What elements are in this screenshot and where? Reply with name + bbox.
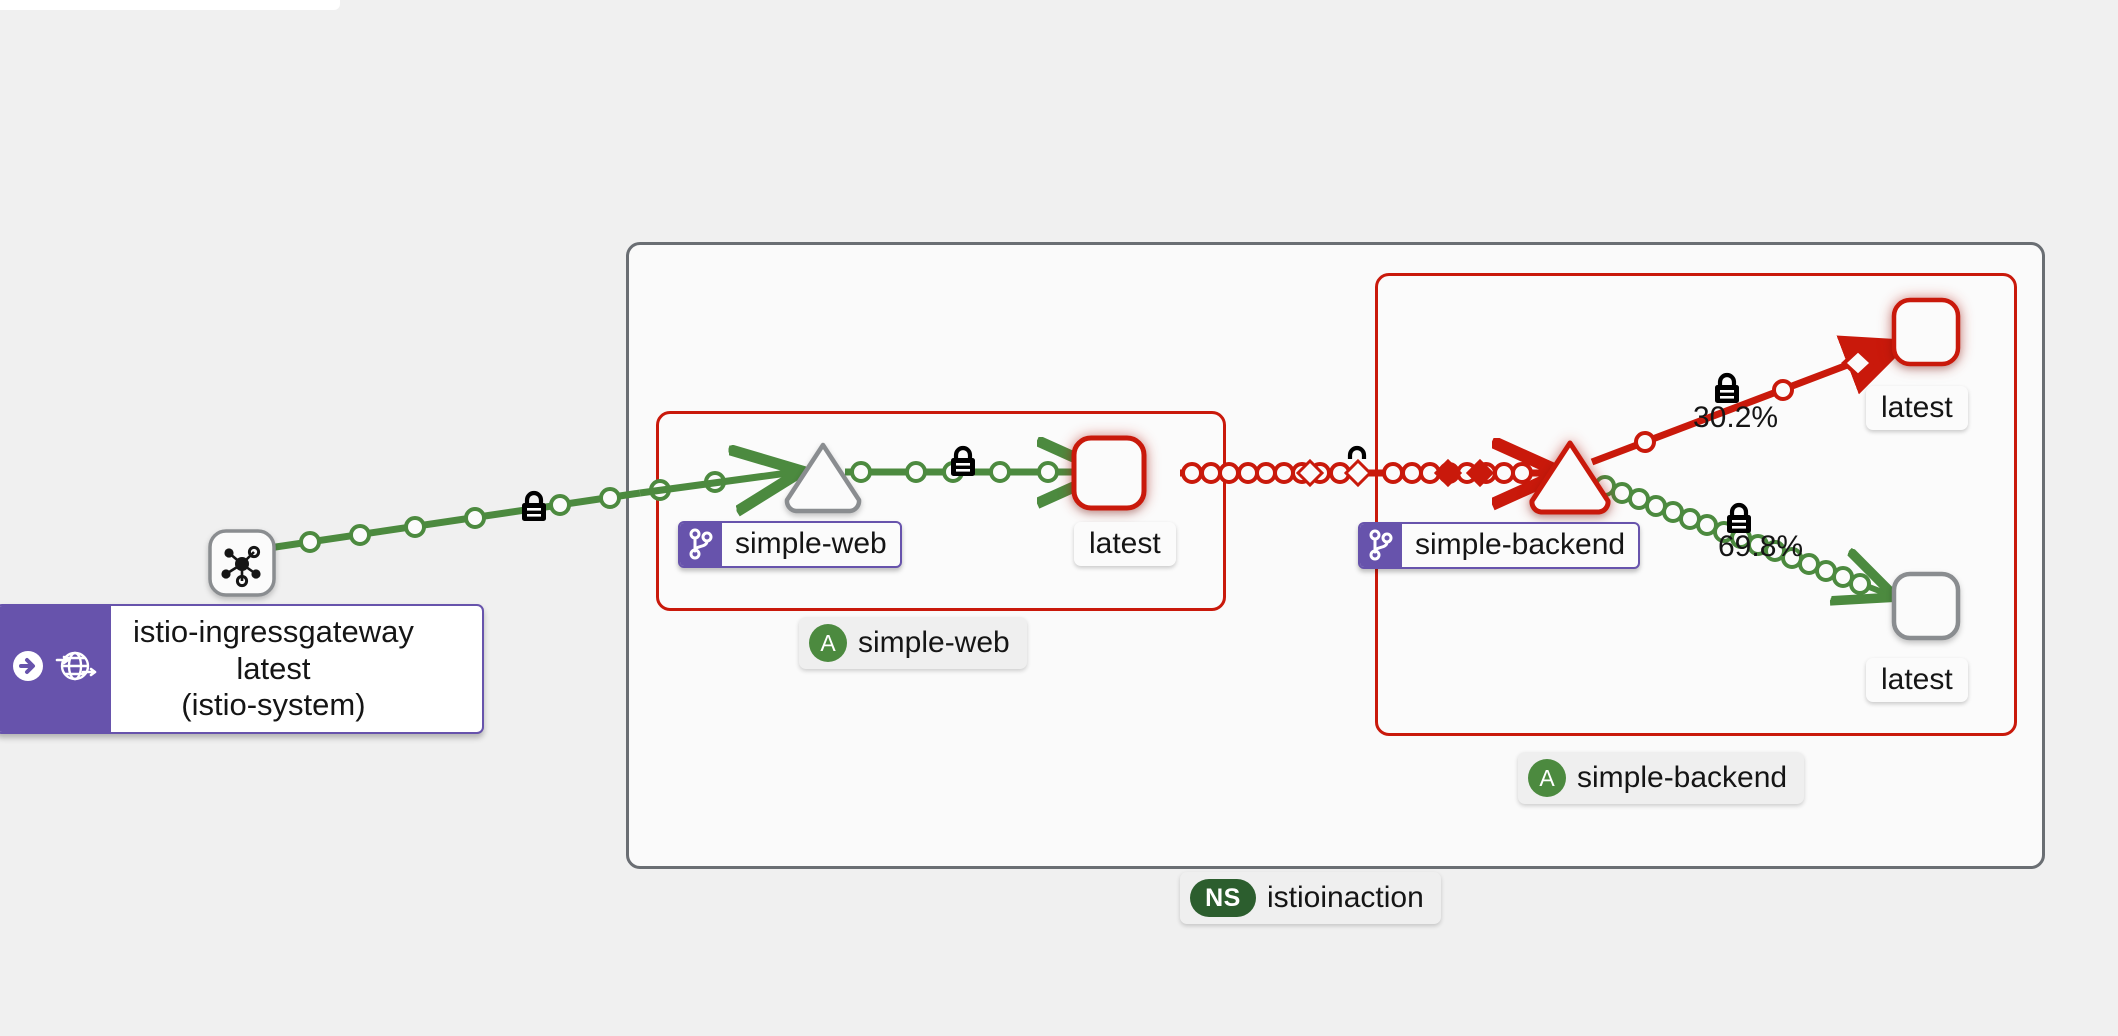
mtls-lock-icon <box>946 443 980 484</box>
node-label-simple-backend-latest-v1[interactable]: latest <box>1866 386 1968 430</box>
mtls-lock-icon <box>1340 443 1374 484</box>
gateway-title: istio-ingressgateway <box>133 614 414 649</box>
node-workload-simple-backend-latest-v2[interactable] <box>1890 570 1962 647</box>
gateway-namespace: (istio-system) <box>181 687 366 723</box>
arrow-right-circle-icon <box>9 647 47 690</box>
namespace-group-label[interactable]: NS istioinaction <box>1180 872 1441 924</box>
node-mesh-service-entry[interactable] <box>207 528 277 603</box>
mtls-lock-icon <box>1710 370 1744 411</box>
node-workload-simple-web-latest[interactable] <box>1070 434 1148 517</box>
node-workload-simple-backend-latest-v1[interactable] <box>1890 296 1962 373</box>
top-panel-edge <box>0 0 340 10</box>
node-service-simple-backend[interactable] <box>1525 436 1615 521</box>
node-label-simple-web-latest[interactable]: latest <box>1074 522 1176 566</box>
node-service-simple-web[interactable] <box>780 438 866 519</box>
mtls-lock-icon <box>517 488 551 529</box>
node-istio-ingressgateway[interactable]: istio-ingressgateway latest (istio-syste… <box>0 604 484 734</box>
app-group-label-text: simple-web <box>858 626 1010 659</box>
node-label-simple-backend-latest-v2[interactable]: latest <box>1866 658 1968 702</box>
app-group-label-simple-web[interactable]: A simple-web <box>799 617 1027 669</box>
app-badge-icon: A <box>1528 759 1566 797</box>
code-branch-icon <box>1360 524 1402 567</box>
gateway-version: latest <box>236 650 311 686</box>
app-badge-icon: A <box>809 624 847 662</box>
code-branch-icon <box>680 523 722 566</box>
namespace-badge-icon: NS <box>1190 879 1256 917</box>
gateway-text-block: istio-ingressgateway latest (istio-syste… <box>111 606 436 732</box>
app-group-label-text: simple-backend <box>1577 761 1788 794</box>
app-group-label-simple-backend[interactable]: A simple-backend <box>1518 752 1805 804</box>
edge-label-backend-v1-percent: 30.2% <box>1693 401 1779 434</box>
node-label-text: simple-backend <box>1415 528 1626 561</box>
gateway-icons <box>0 606 111 732</box>
edge-label-backend-v2-percent: 69.8% <box>1718 530 1804 563</box>
node-label-service-simple-backend[interactable]: simple-backend <box>1358 522 1641 569</box>
node-label-text: simple-web <box>735 527 887 560</box>
namespace-group-label-text: istioinaction <box>1267 881 1424 914</box>
mtls-lock-icon <box>1722 500 1756 541</box>
node-label-service-simple-web[interactable]: simple-web <box>678 521 902 568</box>
globe-gateway-icon <box>55 646 99 691</box>
